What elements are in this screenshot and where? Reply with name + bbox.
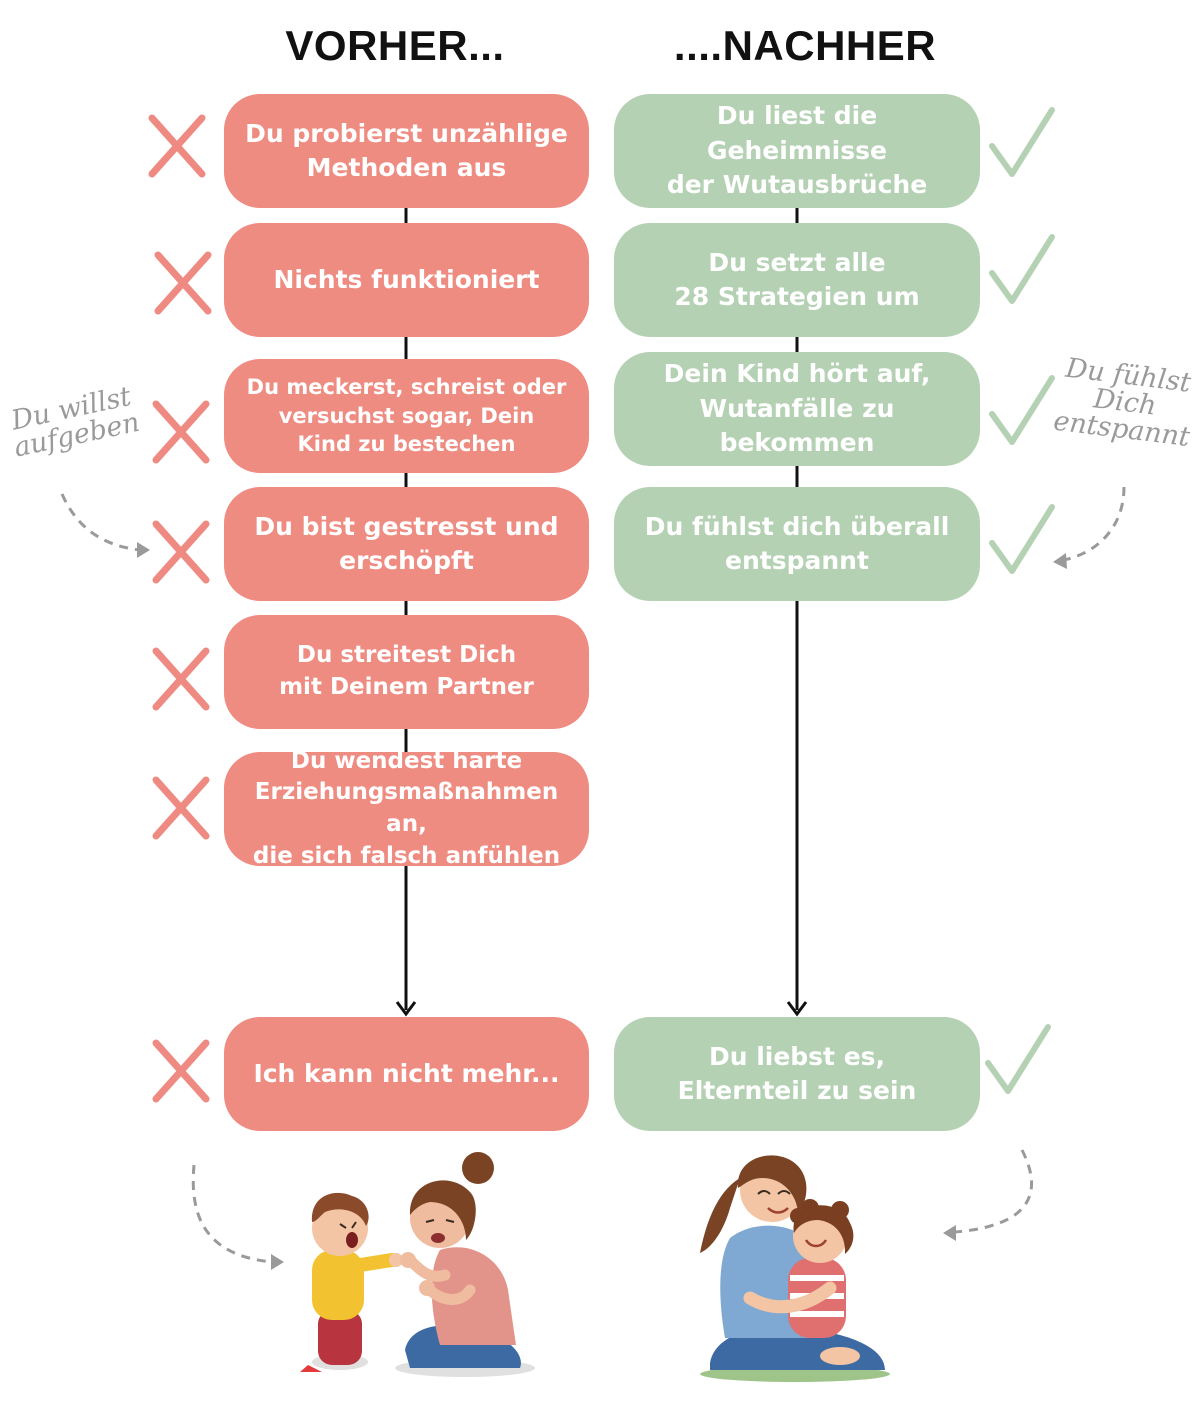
annotation-arrow-right-head: [1053, 553, 1067, 569]
before-step-6: Du wendest harte Erziehungsmaßnahmen an,…: [224, 748, 589, 869]
heading-before: VORHER...: [285, 22, 505, 69]
after-arrow-head: [786, 1001, 808, 1017]
annotation-arrow-left-head: [137, 542, 150, 558]
after-step-4: Du fühlst dich überall entspannt: [614, 487, 980, 601]
heading-after: ....NACHHER: [673, 22, 937, 69]
before-final-step: Ich kann nicht mehr...: [224, 1017, 589, 1131]
before-arrow-head: [395, 1001, 417, 1017]
annotation-relaxed: Du fühlst Dich entspannt: [1051, 352, 1193, 454]
happy-mother-hugging-child-illustration: [700, 1155, 890, 1382]
cross-icon: [152, 400, 210, 464]
checkmark-icon: [989, 234, 1055, 304]
checkmark-icon: [989, 504, 1055, 574]
illustration-arrow-right: [954, 1149, 1034, 1234]
checkmark-icon: [985, 1024, 1051, 1094]
illustration-arrow-right-head: [943, 1225, 956, 1241]
after-step-3: Dein Kind hört auf, Wutanfälle zu bekomm…: [614, 352, 980, 466]
before-step-2: Nichts funktioniert: [224, 223, 589, 337]
cross-icon: [152, 776, 210, 840]
before-step-5: Du streitest Dich mit Deinem Partner: [224, 615, 589, 729]
cross-icon: [152, 647, 210, 711]
before-step-1: Du probierst unzählige Methoden aus: [224, 94, 589, 208]
stressed-mother-and-crying-child-illustration: [300, 1152, 535, 1377]
after-step-2: Du setzt alle 28 Strategien um: [614, 223, 980, 337]
illustration-arrow-left: [191, 1164, 273, 1264]
before-step-3: Du meckerst, schreist oder versuchst sog…: [224, 359, 589, 473]
after-step-1: Du liest die Geheimnisse der Wutausbrüch…: [614, 94, 980, 208]
before-step-4: Du bist gestresst und erschöpft: [224, 487, 589, 601]
cross-icon: [152, 520, 210, 584]
checkmark-icon: [989, 107, 1055, 177]
cross-icon: [154, 251, 212, 315]
after-final-step: Du liebst es, Elternteil zu sein: [614, 1017, 980, 1131]
cross-icon: [152, 1039, 210, 1103]
checkmark-icon: [989, 375, 1055, 445]
annotation-arrow-right: [1063, 486, 1126, 562]
annotation-arrow-left: [60, 493, 141, 552]
illustration-arrow-left-head: [271, 1254, 284, 1270]
cross-icon: [148, 114, 206, 178]
